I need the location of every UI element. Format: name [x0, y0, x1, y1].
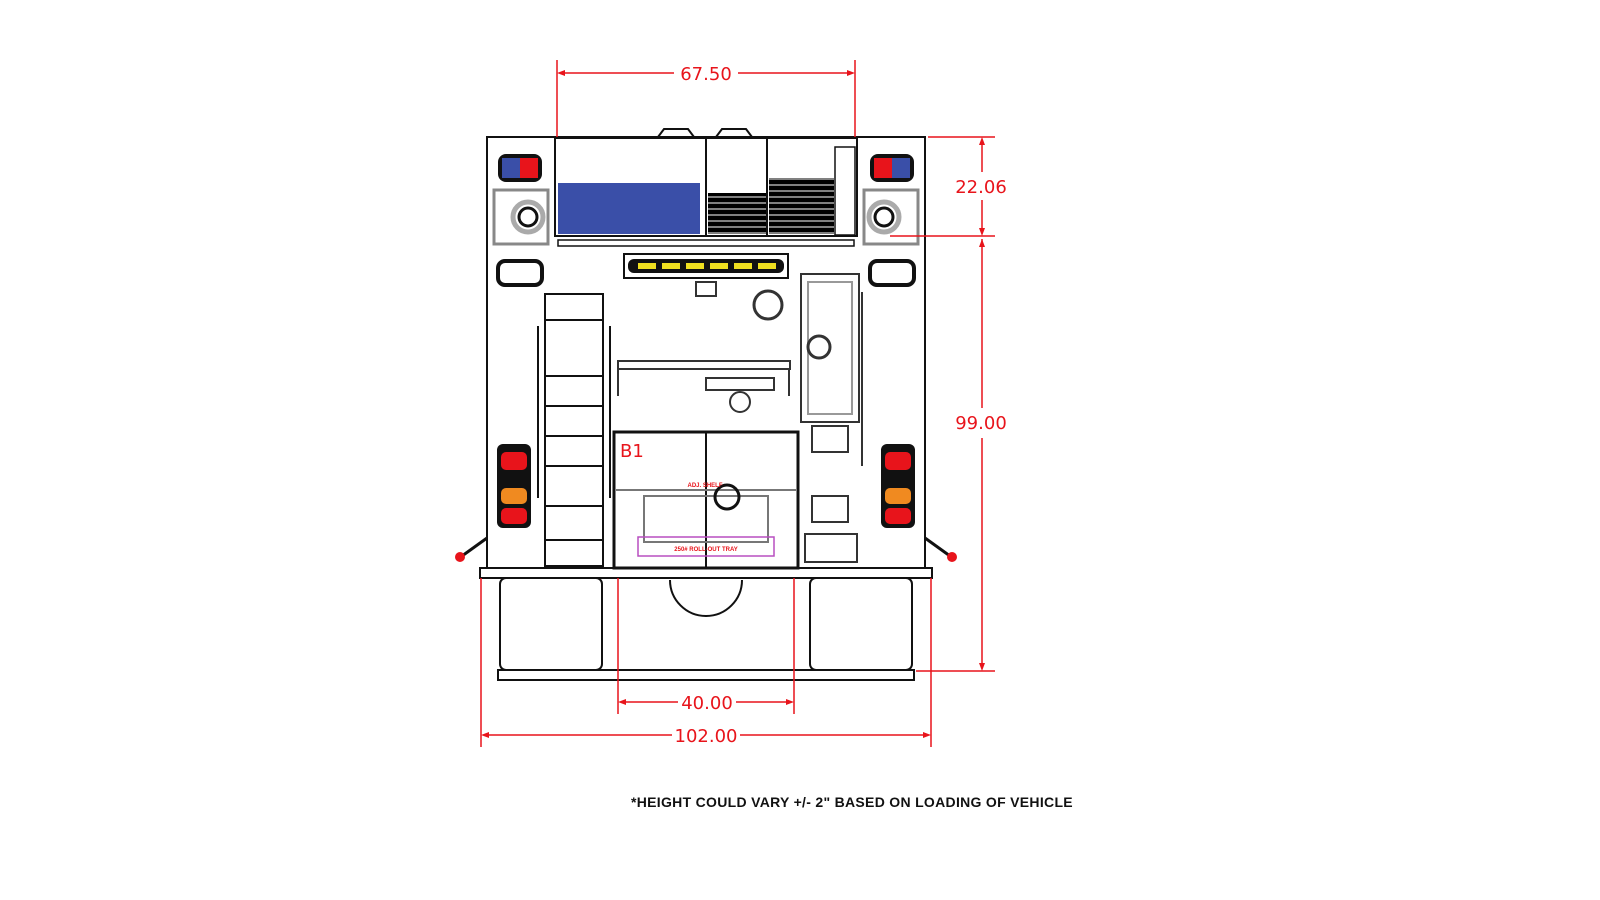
dim-upper-height: 22.06	[955, 177, 1007, 198]
pink-stack	[708, 193, 766, 234]
tray-label: 250# ROLL-OUT TRAY	[674, 547, 737, 553]
tail-light-left	[497, 444, 531, 528]
warning-light-left	[498, 154, 542, 182]
dim-overall-height: 99.00	[955, 413, 1007, 434]
roll-out-tray	[637, 536, 775, 557]
dim-top-width: 67.50	[680, 64, 732, 85]
wheels	[497, 577, 915, 681]
purple-stack	[769, 178, 834, 234]
flood-lights	[492, 188, 920, 287]
ladder	[537, 293, 611, 567]
shelf-label: ADJ. SHELF	[687, 483, 722, 489]
blue-stack	[558, 183, 700, 234]
dim-overall-width: 102.00	[675, 726, 738, 747]
warning-light-right	[870, 154, 914, 182]
control-panel	[617, 273, 863, 563]
mud-flap-rods	[455, 536, 957, 562]
footnote: *HEIGHT COULD VARY +/- 2" BASED ON LOADI…	[631, 794, 1073, 810]
tail-light-right	[881, 444, 915, 528]
compartment-label: B1	[620, 441, 644, 462]
dimension-lines	[480, 60, 995, 747]
compartment-b1	[612, 430, 800, 570]
arrow-stick-light	[623, 253, 789, 279]
dim-step-width: 40.00	[681, 693, 733, 714]
